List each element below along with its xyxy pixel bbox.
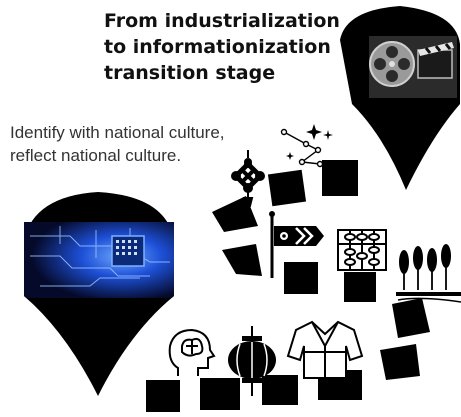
abacus-icon: [337, 229, 387, 271]
caption-line: Identify with national culture,: [10, 123, 225, 142]
winding-path: [146, 160, 430, 412]
diagram-title: From industrialization to informationiza…: [104, 8, 340, 86]
chinese-knot-icon: [231, 150, 265, 207]
circuit-board-photo: [24, 222, 174, 298]
wheat-field-icon: [396, 244, 461, 303]
culture-caption: Identify with national culture, reflect …: [10, 121, 225, 167]
film-reel-pin: [340, 6, 460, 190]
chinese-lantern-icon: [228, 326, 276, 396]
title-line: transition stage: [104, 62, 276, 84]
film-reel-icon: [369, 41, 415, 87]
path-tile: [262, 375, 298, 405]
circuit-board-pin: [24, 192, 174, 396]
path-tile: [322, 160, 358, 196]
constellation-icon: [280, 124, 333, 168]
clapperboard-icon: [417, 42, 454, 79]
path-tile: [146, 380, 180, 412]
title-line: to informationization: [104, 36, 331, 58]
carp-streamer-icon: [269, 211, 324, 278]
path-tile: [392, 298, 430, 338]
title-line: From industrialization: [104, 10, 340, 32]
path-tile: [380, 344, 420, 380]
path-tile: [222, 244, 262, 276]
caption-line: reflect national culture.: [10, 146, 182, 165]
path-tile: [284, 262, 318, 294]
brain-head-icon: [168, 328, 216, 376]
path-tile: [267, 169, 307, 207]
hanfu-robe-icon: [286, 320, 364, 379]
path-tile: [344, 272, 376, 302]
path-tile: [200, 378, 240, 410]
